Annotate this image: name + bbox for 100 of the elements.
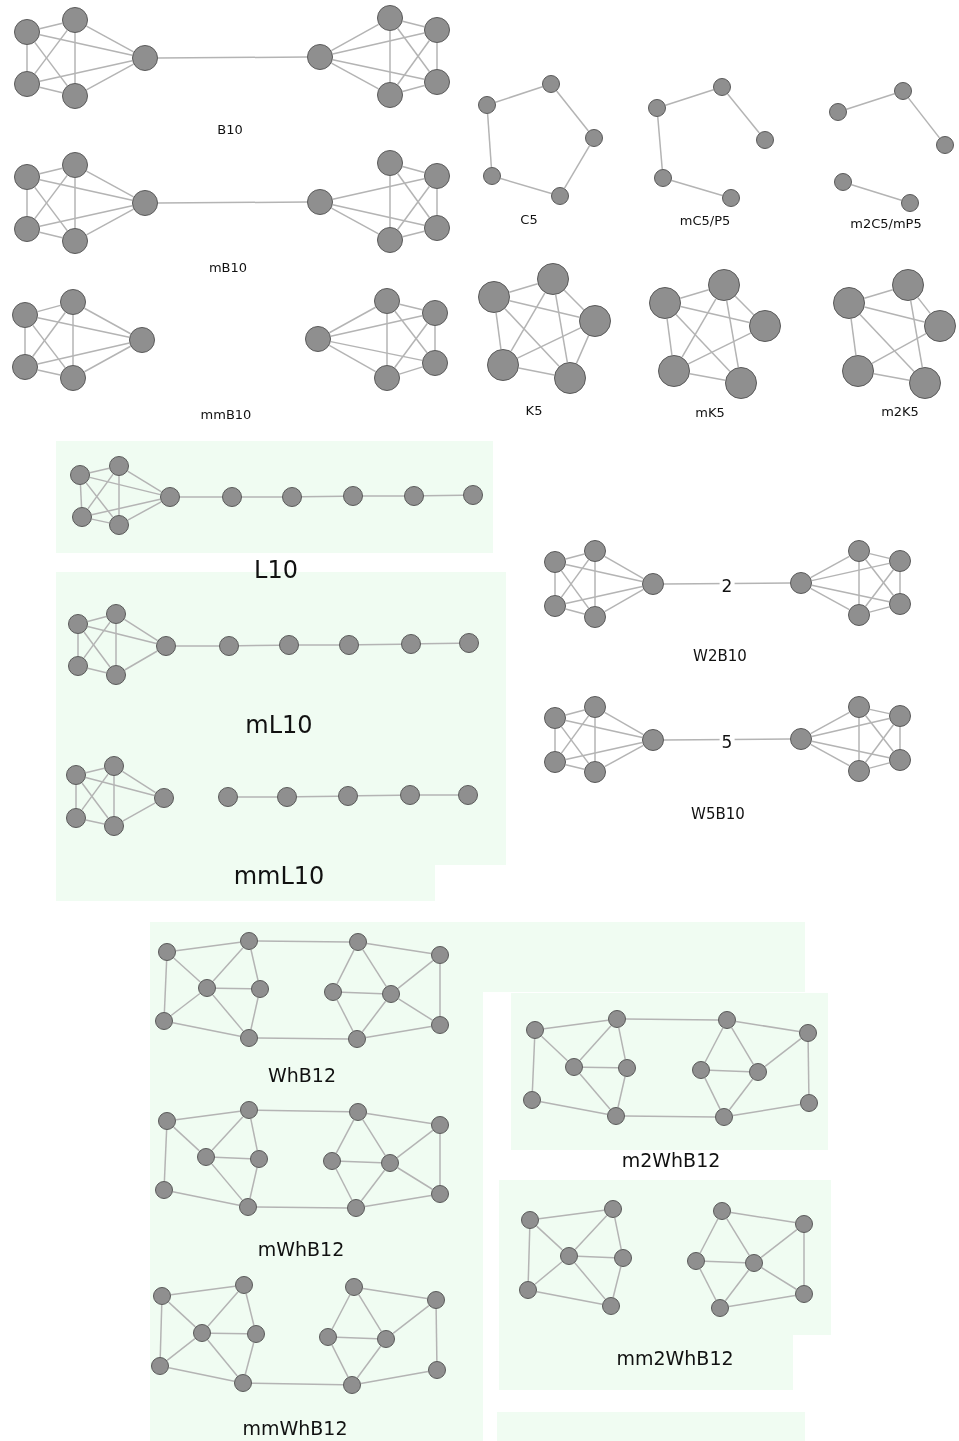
graph-edge xyxy=(331,1344,349,1378)
graph-name: C5 xyxy=(520,212,538,228)
graph-edge xyxy=(38,34,134,56)
graph-edge xyxy=(565,741,643,761)
graph-vertex xyxy=(544,551,566,573)
graph-edge xyxy=(434,325,436,351)
graph-vertex xyxy=(722,189,740,207)
graph-edge xyxy=(699,1268,717,1301)
graph-edge xyxy=(618,1027,626,1060)
graph-edge xyxy=(508,282,539,294)
graph-vertex xyxy=(132,190,158,216)
graph-edge xyxy=(245,1293,255,1326)
graph-edge xyxy=(172,1126,201,1152)
graph-edge xyxy=(560,559,590,598)
graph-vertex xyxy=(422,300,448,326)
graph-edge xyxy=(865,714,894,753)
graph-edge xyxy=(88,476,162,496)
graph-edge xyxy=(873,373,910,381)
graph-edge xyxy=(704,1260,746,1264)
graph-edge xyxy=(172,1191,240,1206)
graph-vertex xyxy=(551,187,569,205)
graph-edge xyxy=(113,775,115,817)
graph-vertex xyxy=(424,17,450,43)
graph-edge xyxy=(366,942,432,955)
graph-vertex xyxy=(542,75,560,93)
graph-edge xyxy=(34,174,68,220)
graph-edge xyxy=(863,306,926,323)
graph-edge xyxy=(85,63,135,91)
graph-vertex xyxy=(424,215,450,241)
graph-edge xyxy=(401,165,426,174)
graph-edge xyxy=(420,642,460,645)
graph-edge xyxy=(531,1038,536,1092)
graph-edge xyxy=(328,306,377,334)
graph-edge xyxy=(212,994,244,1032)
graph-edge xyxy=(536,1290,603,1306)
graph-edge xyxy=(534,1261,563,1285)
graph-edge xyxy=(436,42,438,70)
graph-edge xyxy=(34,29,68,75)
graph-edge xyxy=(257,940,350,943)
graph-edge xyxy=(168,1367,235,1382)
graph-edge xyxy=(91,498,161,516)
graph-edge xyxy=(435,1308,438,1362)
graph-edge xyxy=(527,1228,531,1282)
graph-edge xyxy=(38,167,64,175)
edge-label: 5 xyxy=(719,732,735,751)
graph-edge xyxy=(31,311,67,358)
graph-edge xyxy=(670,179,724,197)
graph-edge xyxy=(439,1133,441,1186)
graph-edge xyxy=(123,650,159,671)
graph-edge xyxy=(159,1304,163,1358)
graph-name: W5B10 xyxy=(691,805,745,823)
graph-edge xyxy=(330,62,380,90)
graph-vertex xyxy=(584,540,606,562)
graph-vertex xyxy=(554,362,586,394)
graph-edge xyxy=(85,208,135,236)
graph-vertex xyxy=(585,129,603,147)
graph-edge xyxy=(577,1255,615,1259)
graph-edge xyxy=(603,744,645,768)
graph-edge xyxy=(393,322,429,369)
graph-edge xyxy=(84,776,156,797)
graph-edge xyxy=(560,715,590,754)
graph-edge xyxy=(516,327,582,359)
graph-vertex xyxy=(756,131,774,149)
graph-vertex xyxy=(12,354,38,380)
graph-edge xyxy=(724,1269,750,1302)
graph-edge xyxy=(858,717,860,761)
graph-edge xyxy=(494,86,544,103)
graph-edge xyxy=(250,1118,258,1151)
graph-edge xyxy=(907,97,941,139)
graph-edge xyxy=(36,304,62,313)
graph-edge xyxy=(336,949,355,985)
graph-edge xyxy=(594,717,596,762)
graph-edge xyxy=(436,188,438,216)
graph-vertex xyxy=(14,216,40,242)
graph-name: K5 xyxy=(525,403,543,419)
graph-edge xyxy=(238,644,280,647)
graph-vertex xyxy=(725,367,757,399)
graph-name: mm2WhB12 xyxy=(616,1347,734,1369)
graph-edge xyxy=(858,561,860,605)
graph-edge xyxy=(845,93,896,110)
graph-edge xyxy=(175,941,241,952)
graph-edge xyxy=(26,189,28,217)
graph-edge xyxy=(397,959,434,990)
graph-edge xyxy=(675,313,731,373)
graph-edge xyxy=(77,633,79,657)
graph-edge xyxy=(74,32,76,84)
graph-edge xyxy=(210,1332,248,1335)
graph-edge xyxy=(257,1109,350,1113)
graph-name: W2B10 xyxy=(693,647,747,665)
graph-edge xyxy=(603,555,645,580)
graph-edge xyxy=(868,606,891,613)
graph-edge xyxy=(249,1167,258,1199)
graph-edge xyxy=(86,615,108,623)
graph-edge xyxy=(360,1169,386,1202)
graph-edge xyxy=(358,643,402,646)
graph-edge xyxy=(123,618,159,642)
graph-vertex xyxy=(649,287,681,319)
graph-edge xyxy=(560,570,590,609)
graph-edge xyxy=(83,621,111,659)
graph-vertex xyxy=(848,760,870,782)
